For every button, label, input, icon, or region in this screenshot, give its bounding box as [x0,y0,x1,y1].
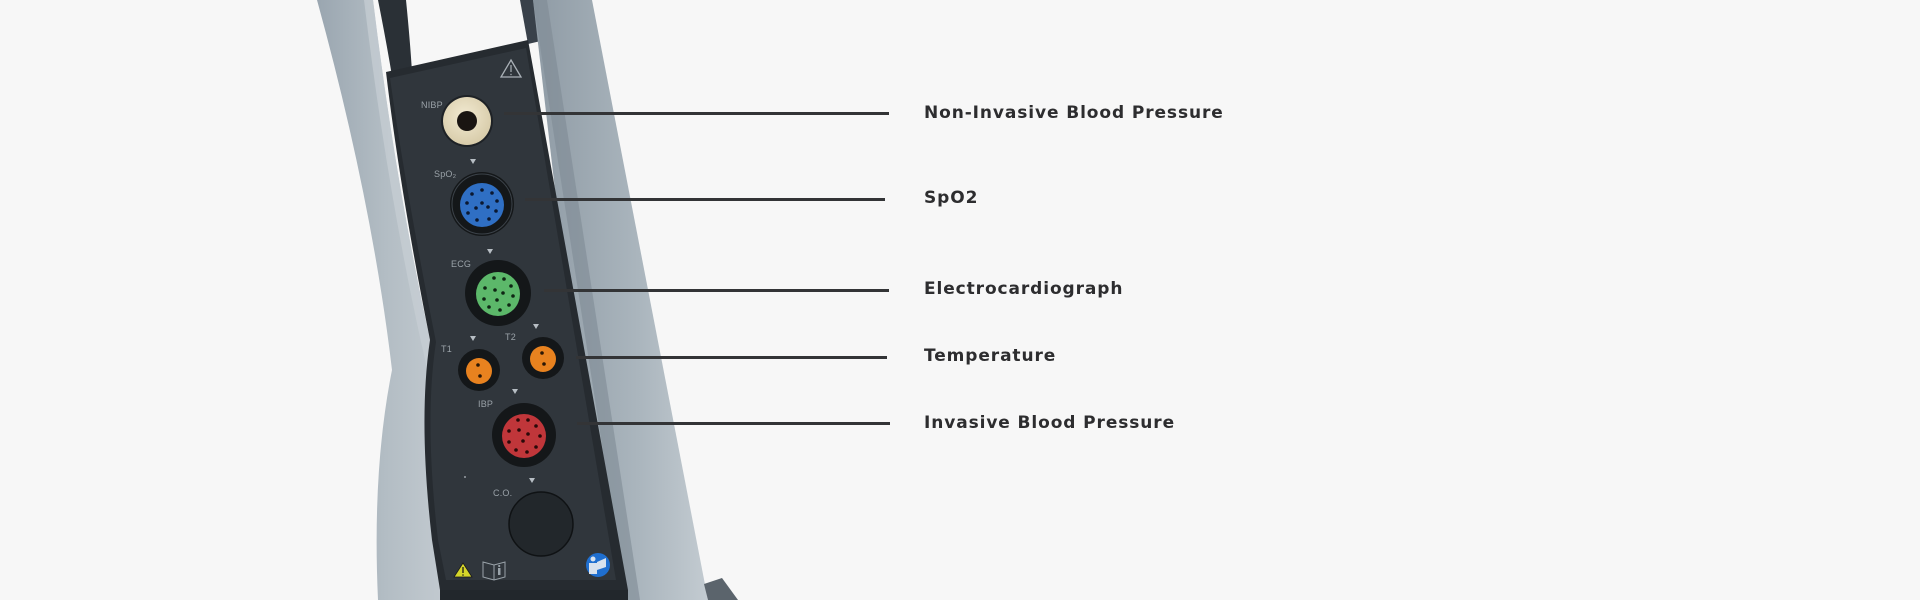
connector-label-nibp: NIBP [421,100,443,110]
callout-label-nibp: Non-Invasive Blood Pressure [924,103,1224,123]
connector-label-co: C.O. [493,488,513,498]
frame-right [533,0,708,600]
temperature-t2-connector [522,324,564,379]
leader-line-ecg [544,289,889,292]
warning-triangle-outline-icon [499,58,523,78]
nibp-connector [441,95,493,147]
frame-left [317,0,455,600]
temperature-t1-connector [458,336,500,391]
connector-label-ibp: IBP [478,399,494,409]
warning-triangle-yellow-icon [453,562,473,578]
leader-line-ibp [577,422,890,425]
callout-label-spo2: SpO2 [924,188,979,208]
connector-label-t2: T2 [505,332,516,342]
connector-label-ecg: ECG [451,259,472,269]
leader-line-temperature [576,356,887,359]
leader-line-nibp [504,112,889,115]
read-manual-blue-icon [586,553,610,577]
cardiac-output-connector [464,476,574,557]
connector-label-t1: T1 [441,344,452,354]
stand-foot [704,578,738,600]
callout-label-ibp: Invasive Blood Pressure [924,413,1176,433]
callout-label-ecg: Electrocardiograph [924,279,1124,299]
ibp-connector [492,389,556,467]
callout-label-temperature: Temperature [924,346,1057,366]
connector-label-spo2: SpO₂ [434,169,457,179]
leader-line-spo2 [525,198,885,201]
manual-info-icon [482,561,506,581]
ecg-connector [465,249,531,326]
spo2-connector [450,159,514,236]
